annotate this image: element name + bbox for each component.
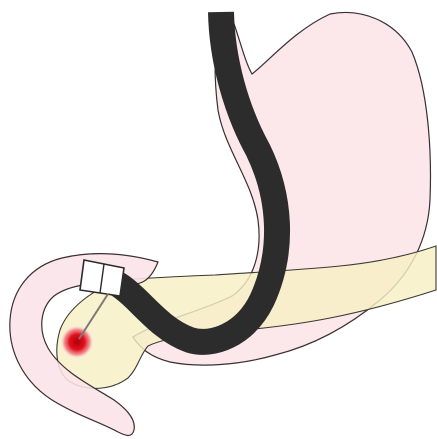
- lesion: [60, 325, 94, 359]
